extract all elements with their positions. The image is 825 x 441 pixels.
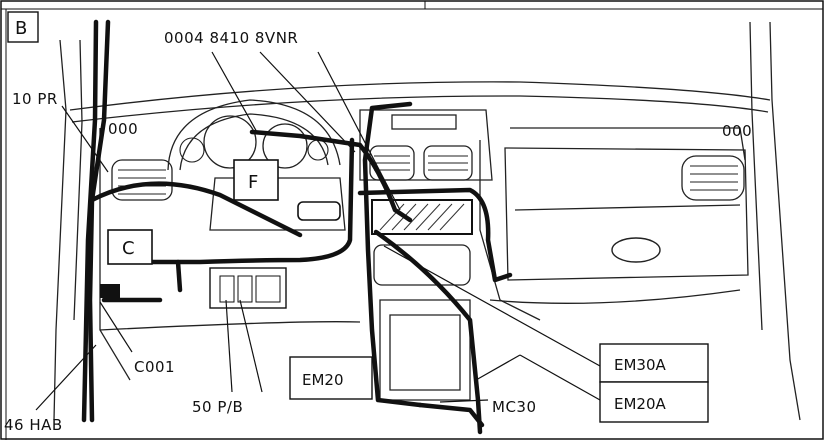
em20a-label: EM20A [614, 395, 667, 413]
callout-mc30: MC30 [492, 398, 537, 416]
right-vent [681, 155, 745, 201]
radio-unit [371, 199, 473, 235]
callout-50-pb: 50 P/B [192, 398, 243, 416]
glovebox-handle [611, 237, 661, 263]
left-vent [111, 159, 173, 201]
leader-lines [35, 51, 601, 411]
connector-f-label: F [248, 172, 258, 193]
connector-f: F [233, 159, 279, 201]
speedometer-dial [203, 115, 257, 169]
connector-c-label: C [122, 238, 135, 259]
connector-c: C [100, 229, 153, 298]
left-vent-mark: 000 [108, 120, 138, 138]
part-number-label: 0004 8410 8VNR [164, 29, 298, 47]
glovebox [504, 147, 749, 281]
panel-label: B [7, 11, 39, 43]
fuel-gauge [179, 137, 205, 163]
label-box-em20: EM20 [289, 356, 373, 400]
label-box-em30a: EM30A [599, 343, 709, 383]
callout-c001: C001 [134, 358, 175, 376]
tachometer-dial [262, 123, 308, 169]
wiring-harness [81, 19, 513, 435]
harness-main-vertical [87, 19, 111, 423]
callout-46-hab: 46 HAB [4, 416, 63, 434]
center-vent-right [423, 145, 473, 181]
callout-10-pr: 10 PR [12, 90, 58, 108]
dashboard-outline [53, 21, 801, 421]
em30a-label: EM30A [614, 356, 667, 374]
temp-gauge [307, 139, 329, 161]
steering-column-switch [297, 201, 341, 221]
center-display [391, 114, 457, 130]
label-box-em20a: EM20A [599, 381, 709, 423]
right-vent-mark: 000 [722, 122, 752, 140]
panel-letter: B [15, 18, 27, 39]
em20-label: EM20 [302, 371, 344, 389]
fuse-box [209, 267, 287, 309]
harness-center-loop [362, 101, 423, 408]
